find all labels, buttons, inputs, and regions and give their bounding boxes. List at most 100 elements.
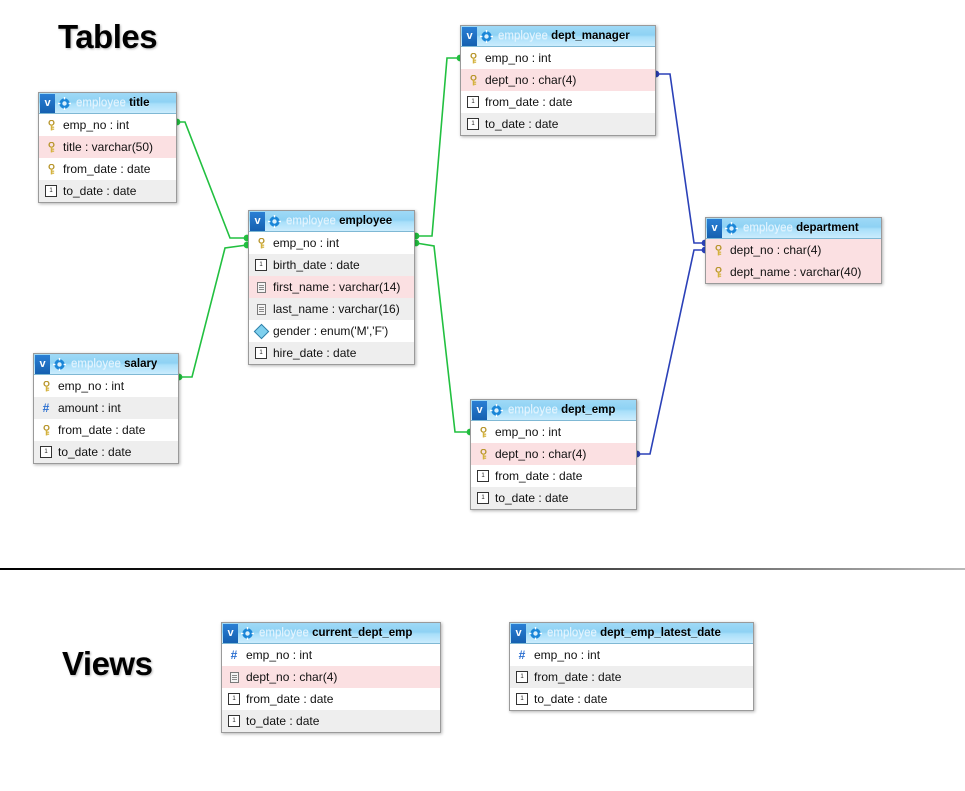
date-icon: 1	[45, 185, 57, 197]
column-label: first_name : varchar(14)	[273, 280, 401, 294]
column-row[interactable]: dept_no : char(4)	[222, 666, 440, 688]
column-label: from_date : date	[534, 670, 622, 684]
dept-manager-to-department	[656, 73, 705, 244]
column-row[interactable]: emp_no : int	[461, 47, 655, 69]
column-row[interactable]: title : varchar(50)	[39, 136, 176, 158]
entity-title-employee: employee employee	[286, 215, 392, 227]
entity-title-dept_manager: employee dept_manager	[498, 30, 630, 42]
column-row[interactable]: #amount : int	[34, 397, 178, 419]
entity-title-salary: employee salary	[71, 358, 157, 370]
date-icon: 1	[255, 347, 267, 359]
column-row[interactable]: dept_no : char(4)	[706, 239, 881, 261]
column-row[interactable]: emp_no : int	[471, 421, 636, 443]
column-row[interactable]: first_name : varchar(14)	[249, 276, 414, 298]
column-row[interactable]: 1 from_date : date	[222, 688, 440, 710]
column-row[interactable]: #emp_no : int	[222, 644, 440, 666]
entity-title-current_dept_emp: employee current_dept_emp	[259, 627, 412, 639]
key-icon	[40, 380, 52, 392]
date-icon: 1	[477, 492, 489, 504]
entity-name-salary: salary	[124, 358, 158, 370]
entity-header-current_dept_emp[interactable]: v employee current_dept_emp	[222, 623, 440, 644]
column-row[interactable]: last_name : varchar(16)	[249, 298, 414, 320]
column-row[interactable]: emp_no : int	[39, 114, 176, 136]
column-label: to_date : date	[246, 714, 320, 728]
column-label: gender : enum('M','F')	[273, 324, 389, 338]
column-label: hire_date : date	[273, 346, 357, 360]
view-badge-icon: v	[250, 211, 265, 231]
column-row[interactable]: 1 to_date : date	[471, 487, 636, 509]
entity-columns-dept_manager: emp_no : int dept_no : char(4) 1 from_date …	[461, 47, 655, 135]
key-icon	[45, 163, 57, 175]
key-icon	[45, 119, 57, 131]
date-icon: 1	[228, 715, 240, 727]
column-label: from_date : date	[246, 692, 334, 706]
key-icon	[467, 74, 479, 86]
view-badge-icon: v	[223, 623, 238, 643]
date-icon: 1	[467, 96, 479, 108]
text-icon	[255, 281, 267, 293]
column-row[interactable]: dept_name : varchar(40)	[706, 261, 881, 283]
view-badge-icon: v	[472, 400, 487, 420]
gear-icon	[241, 626, 254, 640]
employee-to-salary	[179, 244, 248, 378]
column-row[interactable]: 1 from_date : date	[461, 91, 655, 113]
date-icon: 1	[516, 671, 528, 683]
entity-schema-dept_emp_latest_date: employee	[547, 627, 597, 639]
view-badge-icon: v	[511, 623, 526, 643]
key-icon	[712, 266, 724, 278]
entity-header-employee[interactable]: v employee employee	[249, 211, 414, 232]
employee-to-dept-emp	[415, 242, 470, 433]
column-row[interactable]: 1 from_date : date	[510, 666, 753, 688]
entity-header-title[interactable]: v employee title	[39, 93, 176, 114]
column-row[interactable]: gender : enum('M','F')	[249, 320, 414, 342]
column-label: birth_date : date	[273, 258, 360, 272]
column-row[interactable]: dept_no : char(4)	[461, 69, 655, 91]
enum-icon	[253, 323, 269, 339]
gear-icon	[490, 403, 503, 417]
column-row[interactable]: 1 to_date : date	[222, 710, 440, 732]
column-label: emp_no : int	[485, 51, 552, 65]
entity-schema-current_dept_emp: employee	[259, 627, 309, 639]
column-row[interactable]: 1 hire_date : date	[249, 342, 414, 364]
entity-title-title: employee title	[76, 97, 150, 109]
number-icon: #	[42, 401, 50, 415]
column-label: from_date : date	[495, 469, 583, 483]
column-label: to_date : date	[495, 491, 569, 505]
column-label: from_date : date	[485, 95, 573, 109]
date-icon: 1	[228, 693, 240, 705]
column-row[interactable]: from_date : date	[34, 419, 178, 441]
entity-schema-employee: employee	[286, 215, 336, 227]
entity-title-dept_emp: employee dept_emp	[508, 404, 615, 416]
column-row[interactable]: dept_no : char(4)	[471, 443, 636, 465]
column-row[interactable]: emp_no : int	[249, 232, 414, 254]
column-row[interactable]: from_date : date	[39, 158, 176, 180]
column-row[interactable]: emp_no : int	[34, 375, 178, 397]
column-label: emp_no : int	[246, 648, 313, 662]
gear-icon	[53, 357, 66, 371]
entity-header-dept_emp[interactable]: v employee dept_emp	[471, 400, 636, 421]
view-badge-icon: v	[40, 93, 55, 113]
column-row[interactable]: #emp_no : int	[510, 644, 753, 666]
